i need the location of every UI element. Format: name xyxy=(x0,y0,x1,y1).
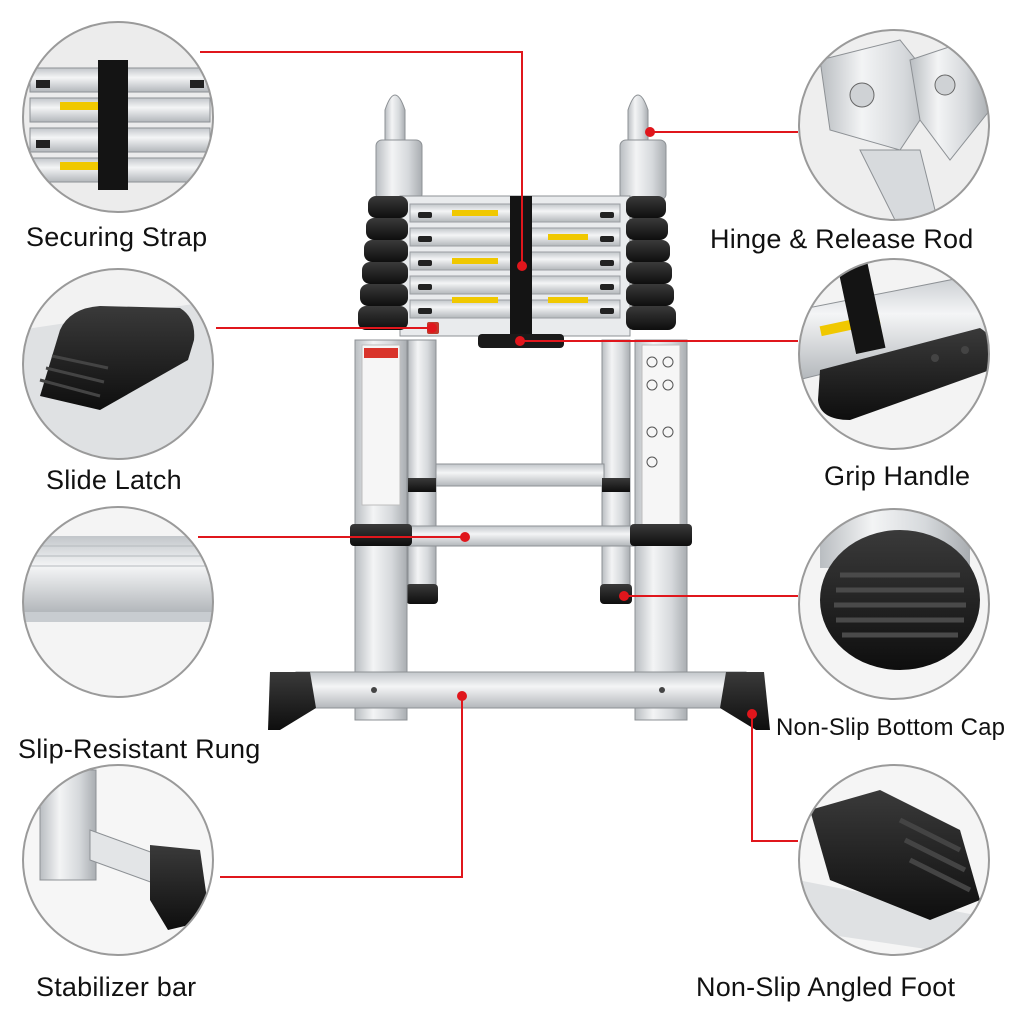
angled-foot-right xyxy=(720,672,770,730)
detail-circle-slide-latch xyxy=(22,268,214,460)
collar-stack-left xyxy=(358,196,408,330)
angled-foot-left xyxy=(268,672,316,730)
label-hinge-release-rod: Hinge & Release Rod xyxy=(710,224,974,254)
label-non-slip-angled-foot: Non-Slip Angled Foot xyxy=(696,972,956,1002)
ladder xyxy=(268,94,770,730)
detail-circle-slip-resistant-rung xyxy=(22,506,214,698)
detail-circle-angled-foot xyxy=(798,764,990,956)
detail-circle-bottom-cap xyxy=(798,508,990,700)
detail-circle-hinge xyxy=(798,29,990,221)
label-slide-latch: Slide Latch xyxy=(46,465,182,495)
detail-circle-stabilizer-bar xyxy=(22,764,214,956)
collar-stack-right xyxy=(626,196,676,330)
label-securing-strap: Securing Strap xyxy=(26,222,208,252)
callout-dots xyxy=(427,127,757,719)
detail-circle-securing-strap xyxy=(22,21,214,213)
label-slip-resistant-rung: Slip-Resistant Rung xyxy=(18,734,261,764)
label-non-slip-bottom-cap: Non-Slip Bottom Cap xyxy=(776,714,1006,741)
detail-circle-grip-handle xyxy=(798,258,990,450)
stabilizer-bar xyxy=(295,671,747,709)
label-stabilizer-bar: Stabilizer bar xyxy=(36,972,197,1002)
callout-lines xyxy=(198,51,798,878)
label-grip-handle: Grip Handle xyxy=(824,461,971,491)
